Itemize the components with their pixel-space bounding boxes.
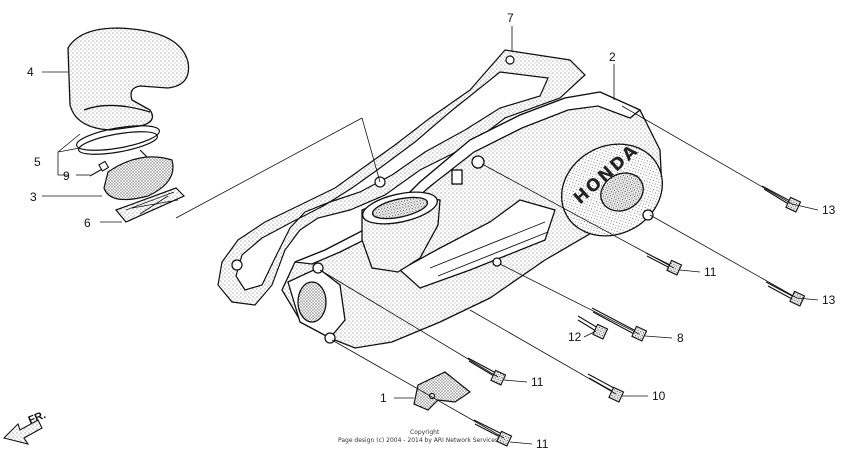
flange-bolt-12 <box>577 315 609 340</box>
flange-bolt-11-upper <box>645 252 683 276</box>
callout-2: 2 <box>609 50 616 64</box>
callout-5: 5 <box>34 155 41 169</box>
callout-1: 1 <box>380 391 387 405</box>
callout-6: 6 <box>84 216 91 230</box>
air-duct <box>67 27 190 131</box>
front-direction-arrow: FR. <box>2 409 48 445</box>
flange-bolt-11-middle <box>467 357 507 386</box>
bracket <box>413 371 472 411</box>
flange-bolt-13-lower <box>765 281 806 307</box>
filter-element <box>103 156 174 201</box>
callout-7: 7 <box>507 11 514 25</box>
callout-11-middle: 11 <box>531 375 544 389</box>
element-holder <box>114 187 186 223</box>
callout-11-upper: 11 <box>704 265 717 279</box>
callout-9: 9 <box>63 169 70 183</box>
callout-8: 8 <box>677 331 684 345</box>
front-direction-label: FR. <box>27 409 48 427</box>
callouts: 7 2 4 5 9 3 6 13 13 11 8 12 11 10 1 11 <box>27 11 836 451</box>
left-crankcase-cover <box>281 91 663 349</box>
callout-13-upper: 13 <box>822 203 836 217</box>
callout-13-lower: 13 <box>822 293 836 307</box>
flange-bolt-10 <box>587 373 625 403</box>
callout-11-lower: 11 <box>536 437 549 451</box>
callout-4: 4 <box>27 65 34 79</box>
flange-bolt-11-lower <box>473 419 513 447</box>
leader-lines <box>42 26 819 445</box>
callout-10: 10 <box>652 389 666 403</box>
copyright-line-2: Page design (c) 2004 - 2014 by ARI Netwo… <box>338 437 498 444</box>
copyright-line-1: Copyright <box>410 429 440 436</box>
screw <box>89 160 110 177</box>
cover-gasket <box>217 49 586 306</box>
callout-12: 12 <box>568 330 582 344</box>
callout-3: 3 <box>30 190 37 204</box>
